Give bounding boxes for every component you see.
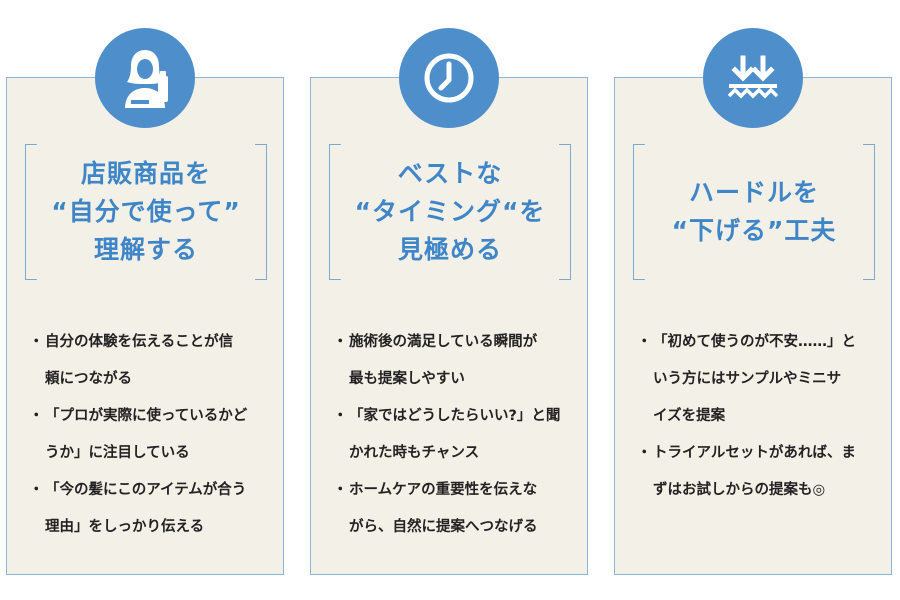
bullet-list: 「初めて使うのが不安……」と いう方にはサンプルやミニサ イズを提案 トライアル… (637, 324, 879, 509)
card-heading: ベストな “タイミング“を 見極める (329, 144, 571, 280)
lower-threshold-icon (727, 55, 779, 99)
heading-line: “タイミング“を (354, 197, 546, 226)
bullet-text-line: 理由」をしっかり伝える (45, 519, 205, 535)
bullet-text-line: 「プロが実際に使っているかど (45, 408, 248, 424)
bullet-text-line: ホームケアの重要性を伝えな (349, 482, 538, 498)
card-heading: ハードルを “下げる”工夫 (633, 144, 875, 280)
icon-circle (703, 28, 803, 128)
list-item: 自分の体験を伝えることが信 頼につながる (29, 324, 271, 398)
bullet-text-line: トライアルセットがあれば、ま (653, 445, 856, 461)
bullet-text-line: 「今の髪にこのアイテムが合う (45, 482, 247, 498)
bullet-text-line: ずはお試しからの提案も◎ (653, 482, 826, 498)
heading-line: 理解する (93, 235, 198, 264)
list-item: トライアルセットがあれば、ま ずはお試しからの提案も◎ (637, 435, 879, 509)
bullet-text-line: イズを提案 (653, 408, 726, 424)
left-bracket (25, 144, 37, 280)
card-lower-hurdle: ハードルを “下げる”工夫 「初めて使うのが不安……」と いう方にはサンプルやミ… (614, 28, 892, 575)
bullet-text-line: かれた時もチャンス (349, 445, 480, 461)
heading-box: ハードルを “下げる”工夫 (633, 144, 875, 280)
icon-circle (95, 28, 195, 128)
right-bracket (863, 144, 875, 280)
heading-line: “自分で使って” (51, 197, 241, 226)
icon-circle (399, 28, 499, 128)
bullet-text-line: 「初めて使うのが不安……」と (653, 334, 856, 350)
list-item: 「家ではどうしたらいい?」と聞 かれた時もチャンス (333, 398, 575, 472)
heading-box: ベストな “タイミング“を 見極める (329, 144, 571, 280)
bullet-text-line: 頼につながる (45, 371, 132, 387)
heading-line: ベストな (397, 159, 503, 188)
card-timing: ベストな “タイミング“を 見極める 施術後の満足している瞬間が 最も提案しやす… (310, 28, 588, 575)
bullet-text-line: うか」に注目している (45, 445, 190, 461)
bullet-list: 自分の体験を伝えることが信 頼につながる 「プロが実際に使っているかど うか」に… (29, 324, 271, 546)
woman-holding-bottle-icon (125, 50, 168, 108)
bullet-text-line: いう方にはサンプルやミニサ (653, 371, 842, 387)
card-heading: 店販商品を “自分で使って” 理解する (25, 144, 267, 280)
list-item: 「プロが実際に使っているかど うか」に注目している (29, 398, 271, 472)
list-item: ホームケアの重要性を伝えな がら、自然に提案へつなげる (333, 472, 575, 546)
bullet-text-line: 「家ではどうしたらいい?」と聞 (349, 408, 561, 424)
bullet-text-line: 自分の体験を伝えることが信 (45, 334, 234, 350)
left-bracket (329, 144, 341, 280)
clock-icon (424, 53, 474, 103)
heading-line: “下げる”工夫 (671, 216, 837, 245)
bullet-list: 施術後の満足している瞬間が 最も提案しやすい 「家ではどうしたらいい?」と聞 か… (333, 324, 575, 546)
bullet-text-line: 施術後の満足している瞬間が (349, 334, 538, 350)
bullet-text-line: がら、自然に提案へつなげる (349, 519, 538, 535)
heading-box: 店販商品を “自分で使って” 理解する (25, 144, 267, 280)
heading-line: ハードルを (688, 178, 819, 207)
list-item: 施術後の満足している瞬間が 最も提案しやすい (333, 324, 575, 398)
list-item: 「今の髪にこのアイテムが合う 理由」をしっかり伝える (29, 472, 271, 546)
left-bracket (633, 144, 645, 280)
heading-line: 店販商品を (80, 159, 211, 188)
card-self-use: 店販商品を “自分で使って” 理解する 自分の体験を伝えることが信 頼につながる… (6, 28, 284, 575)
heading-line: 見極める (397, 235, 502, 264)
list-item: 「初めて使うのが不安……」と いう方にはサンプルやミニサ イズを提案 (637, 324, 879, 435)
right-bracket (255, 144, 267, 280)
bullet-text-line: 最も提案しやすい (349, 371, 465, 387)
right-bracket (559, 144, 571, 280)
